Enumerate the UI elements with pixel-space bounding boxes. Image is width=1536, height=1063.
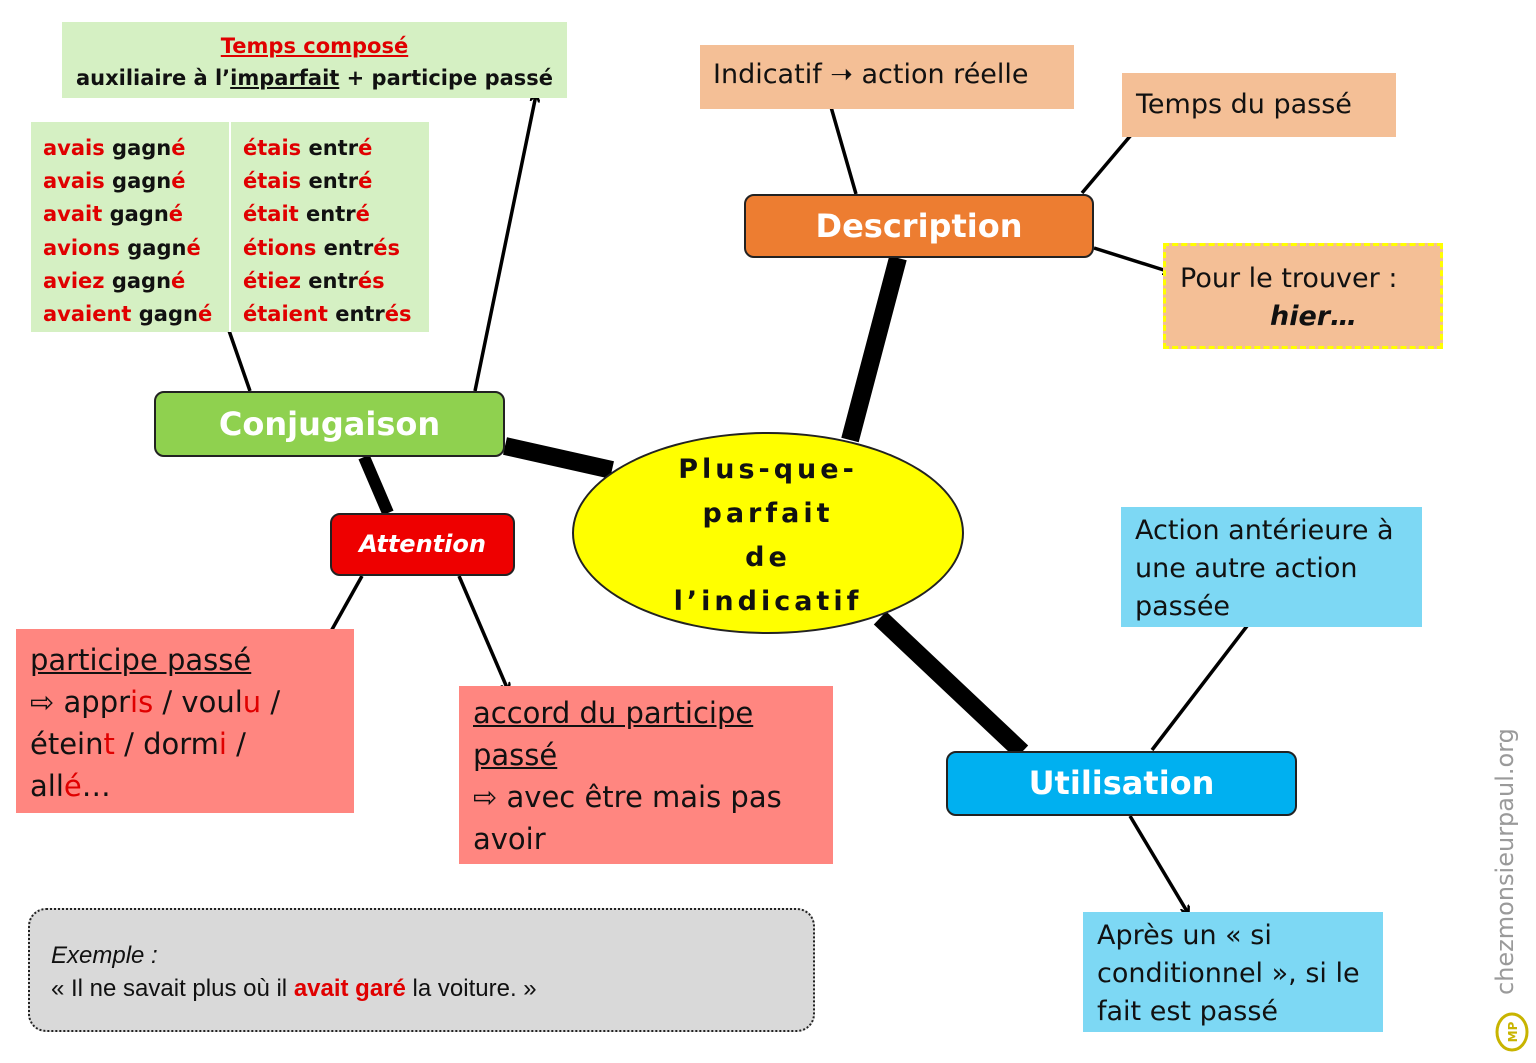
conjugation-row: était entré [243, 202, 370, 227]
participe-title: participe passé [30, 643, 252, 677]
utilisation-node: Utilisation [946, 751, 1297, 816]
example-label: Exemple : [51, 942, 158, 969]
trouver-hint: hier… [1270, 301, 1358, 332]
temps-compose-formula: auxiliaire à l’imparfait + participe pas… [75, 66, 554, 90]
example-sentence: « Il ne savait plus où il avait garé la … [51, 975, 537, 1002]
participe-line: allé… [30, 769, 111, 803]
arrow-to-temps-compose [473, 95, 536, 392]
svg-text:MP: MP [1506, 1021, 1520, 1042]
trouver-box: Pour le trouver : hier… [1163, 243, 1443, 349]
branch-attention [358, 454, 394, 516]
branch-utilisation [873, 611, 1029, 759]
conjugation-table: avais gagné avais gagné avait gagné avio… [31, 122, 429, 332]
center-line: l’indicatif [673, 586, 863, 617]
accord-line: ⇨ avec être mais pas [473, 780, 782, 814]
center-topic: Plus-que- parfait de l’indicatif [572, 432, 964, 634]
arrow-to-si [1128, 815, 1188, 913]
arrow-to-indicatif [829, 100, 858, 195]
conjugation-row: avais gagné [43, 169, 186, 194]
conjugation-column-avoir: avais gagné avais gagné avait gagné avio… [43, 132, 212, 331]
si-line: fait est passé [1097, 996, 1278, 1027]
si-conditionnel-box: Après un « si conditionnel », si le fait… [1083, 912, 1383, 1032]
center-line: de [745, 542, 791, 573]
accord-title: passé [473, 738, 558, 772]
arrow-to-accord [457, 575, 508, 690]
watermark-text: chezmonsieurpaul.org [1491, 728, 1519, 995]
accord-title: accord du participe [473, 696, 754, 730]
temps-compose-box: Temps composé auxiliaire à l’imparfait +… [62, 22, 567, 98]
center-line: Plus-que- [678, 454, 858, 485]
anterieure-line: une autre action [1135, 553, 1358, 584]
conjugation-row: avais gagné [43, 136, 186, 160]
temps-compose-title: Temps composé [220, 34, 409, 58]
conjugation-column-etre: étais entré étais entré était entré étio… [243, 132, 412, 331]
arrow-to-temps-passe [1080, 128, 1137, 195]
branch-description [841, 255, 907, 443]
arrow-to-anterieure [1150, 613, 1257, 752]
conjugation-row: avions gagné [43, 235, 201, 260]
temps-passe-box: Temps du passé [1122, 73, 1396, 137]
si-line: conditionnel », si le [1097, 958, 1360, 989]
conjugaison-node: Conjugaison [154, 391, 505, 457]
participe-passe-box: participe passé ⇨ appris / voulu / étein… [16, 629, 354, 813]
accord-box: accord du participe passé ⇨ avec être ma… [459, 686, 833, 864]
table-divider [229, 122, 231, 332]
description-node: Description [744, 194, 1094, 258]
participe-line: éteint / dormi / [30, 727, 246, 761]
participe-line: ⇨ appris / voulu / [30, 685, 281, 719]
example-box: Exemple : « Il ne savait plus où il avai… [28, 908, 815, 1032]
branch-conjugaison [503, 437, 614, 479]
si-line: Après un « si [1097, 920, 1272, 951]
conjugation-row: aviez gagné [43, 268, 186, 293]
conjugation-row: étaient entrés [243, 302, 412, 327]
conjugation-row: étiez entrés [243, 268, 385, 293]
arrow-to-trouver [1093, 246, 1170, 272]
trouver-text: Pour le trouver : [1180, 263, 1398, 294]
conjugation-row: avait gagné [43, 202, 184, 227]
arrow-icon: ⇨ [30, 685, 55, 719]
conjugation-row: étions entrés [243, 235, 401, 260]
logo-icon: MP [1495, 1012, 1529, 1052]
arrow-right-icon: ➝ [830, 59, 853, 90]
conjugation-row: étais entré [243, 169, 373, 194]
conjugation-row: étais entré [243, 136, 373, 160]
anterieure-line: Action antérieure à [1135, 515, 1394, 546]
indicatif-box: Indicatif ➝ action réelle [700, 45, 1074, 109]
conjugation-row: avaient gagné [43, 302, 213, 327]
accord-line: avoir [473, 822, 546, 856]
attention-node: Attention [330, 513, 515, 576]
anterieure-line: passée [1135, 591, 1231, 622]
arrow-to-table [226, 322, 252, 392]
arrow-icon: ⇨ [473, 780, 498, 814]
watermark: chezmonsieurpaul.org [1485, 728, 1525, 995]
center-line: parfait [702, 498, 834, 529]
anterieure-box: Action antérieure à une autre action pas… [1121, 507, 1422, 627]
